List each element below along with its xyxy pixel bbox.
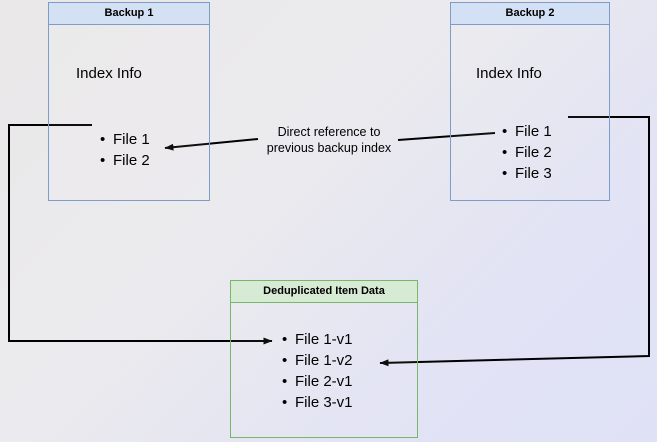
list-item: File 1-v1 — [282, 329, 352, 350]
backup-1-body: Index Info File 1 File 2 — [49, 25, 209, 200]
list-item: File 3 — [502, 163, 552, 184]
deduplicated-item-data-body: File 1-v1 File 1-v2 File 2-v1 File 3-v1 — [231, 303, 417, 437]
list-item: File 2-v1 — [282, 371, 352, 392]
backup-1-box: Backup 1 Index Info File 1 File 2 — [48, 2, 210, 201]
backup-1-title: Backup 1 — [49, 3, 209, 25]
list-item: File 1 — [100, 129, 150, 150]
list-item: File 2 — [502, 142, 552, 163]
backup-2-index-info-label: Index Info — [476, 65, 542, 82]
backup-2-title: Backup 2 — [451, 3, 609, 25]
list-item: File 1 — [502, 121, 552, 142]
deduplicated-item-list: File 1-v1 File 1-v2 File 2-v1 File 3-v1 — [279, 329, 352, 413]
backup-2-body: Index Info File 1 File 2 File 3 — [451, 25, 609, 200]
direct-reference-caption: Direct reference to previous backup inde… — [266, 125, 392, 155]
deduplicated-item-data-box: Deduplicated Item Data File 1-v1 File 1-… — [230, 280, 418, 438]
list-item: File 1-v2 — [282, 350, 352, 371]
list-item: File 2 — [100, 150, 150, 171]
backup-2-box: Backup 2 Index Info File 1 File 2 File 3 — [450, 2, 610, 201]
backup-2-file-list: File 1 File 2 File 3 — [499, 121, 552, 184]
deduplicated-item-data-title: Deduplicated Item Data — [231, 281, 417, 303]
backup-1-index-info-label: Index Info — [76, 65, 142, 82]
backup-1-file-list: File 1 File 2 — [97, 129, 150, 171]
list-item: File 3-v1 — [282, 392, 352, 413]
